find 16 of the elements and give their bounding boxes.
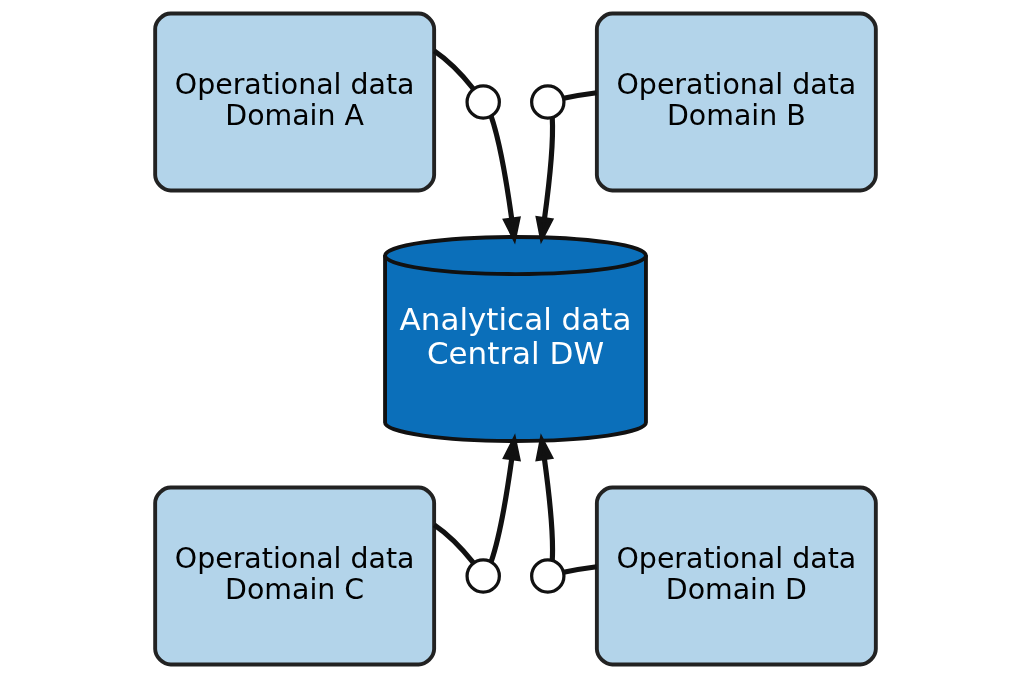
- node-circle: [464, 558, 501, 594]
- arrow: [488, 433, 521, 563]
- connector: [432, 522, 475, 565]
- connector: [432, 48, 475, 91]
- node-circle: [464, 84, 501, 120]
- node-box: Operational data Domain D: [594, 485, 878, 667]
- node-circle: [529, 558, 566, 594]
- node-circle: [529, 84, 566, 120]
- node-box: Operational data Domain B: [594, 11, 878, 193]
- arrow: [534, 117, 555, 245]
- arrow: [488, 115, 521, 245]
- arrow: [534, 433, 555, 561]
- connector: [562, 90, 597, 101]
- node-box: Operational data Domain C: [152, 485, 436, 667]
- connector: [562, 564, 597, 575]
- node-box: Operational data Domain A: [152, 11, 436, 193]
